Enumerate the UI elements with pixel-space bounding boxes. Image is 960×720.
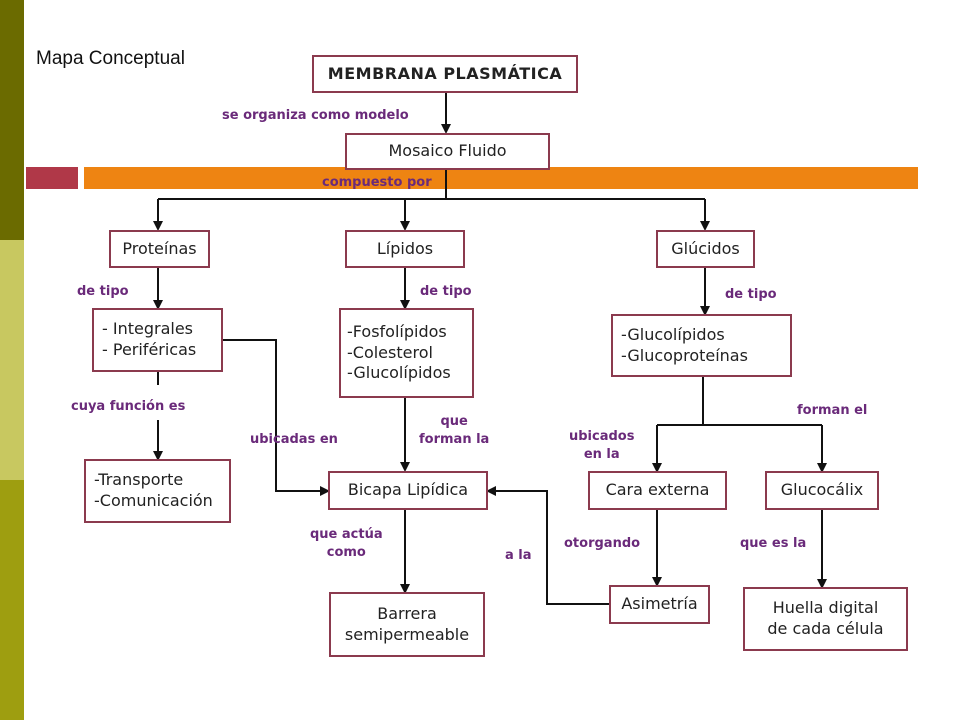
header-bar-red [26,167,78,189]
sidebar-stripe-olive [0,480,24,720]
line-asimetria-bicapa [486,486,609,605]
node-glucolipidos-glucoproteinas: -Glucolípidos -Glucoproteínas [611,314,792,377]
node-fosfolipidos: -Fosfolípidos -Colesterol -Glucolípidos [339,308,474,398]
link-que-actua-como: que actúa como [310,527,383,560]
node-asimetria: Asimetría [609,585,710,624]
slide-title: Mapa Conceptual [36,48,185,69]
node-glucocalix: Glucocálix [765,471,879,510]
line-integrales-bicapa [222,339,330,496]
node-proteinas: Proteínas [109,230,210,268]
link-a-la: a la [505,548,532,563]
link-cuya-funcion: cuya función es [71,399,186,414]
sidebar-stripe-light [0,240,24,480]
node-barrera-semipermeable: Barrera semipermeable [329,592,485,657]
node-membrana-plasmatica: MEMBRANA PLASMÁTICA [312,55,578,93]
link-compuesto-por: compuesto por [322,175,432,190]
link-ubicados-en-la: ubicados en la [569,429,635,462]
node-cara-externa: Cara externa [588,471,727,510]
node-huella-digital: Huella digital de cada célula [743,587,908,651]
node-mosaico-fluido: Mosaico Fluido [345,133,550,170]
link-otorgando: otorgando [564,536,641,551]
node-lipidos: Lípidos [345,230,465,268]
node-glucidos: Glúcidos [656,230,755,268]
link-que-es-la: que es la [740,536,807,551]
link-que-forman-la: que forman la [419,414,490,447]
link-de-tipo-glucidos: de tipo [725,287,777,302]
link-ubicadas-en: ubicadas en [250,432,338,447]
header-bar-orange [84,167,918,189]
node-transporte-comunicacion: -Transporte -Comunicación [84,459,231,523]
link-de-tipo-lipidos: de tipo [420,284,472,299]
link-forman-el: forman el [797,403,868,418]
node-bicapa-lipidica: Bicapa Lipídica [328,471,488,510]
link-se-organiza: se organiza como modelo [222,108,409,123]
sidebar-stripe-dark [0,0,24,240]
link-de-tipo-proteinas: de tipo [77,284,129,299]
node-integrales-perifericas: - Integrales - Periféricas [92,308,223,372]
